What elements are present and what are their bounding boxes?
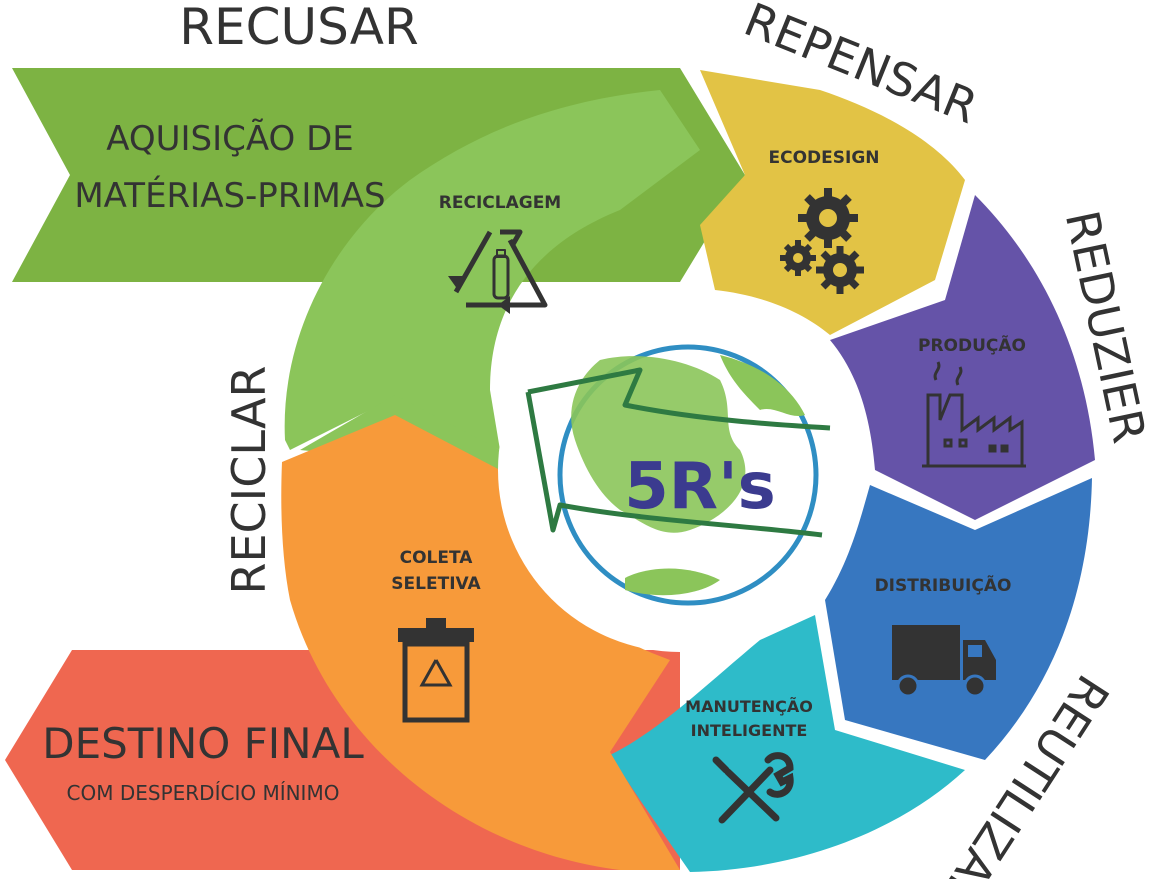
tools-icon — [712, 752, 794, 824]
segment-distribuicao — [825, 478, 1092, 760]
segment-coleta — [281, 415, 680, 870]
coleta-label-line1: COLETA — [400, 548, 474, 568]
recycle-bottle-icon — [448, 229, 548, 314]
manutencao-label-line1: MANUTENÇÃO — [685, 697, 813, 716]
start-arrow-line2: MATÉRIAS-PRIMAS — [74, 175, 385, 216]
start-arrow-line1: AQUISIÇÃO DE — [106, 119, 354, 159]
segment-manutencao — [610, 615, 965, 872]
label-recusar: RECUSAR — [179, 0, 418, 56]
reciclagem-label: RECICLAGEM — [439, 193, 561, 213]
center-globe: 5R's — [498, 288, 862, 652]
ecodesign-label: ECODESIGN — [768, 148, 879, 168]
recycle-bin-icon — [398, 618, 474, 723]
gears-icon — [780, 188, 864, 294]
truck-icon — [892, 625, 996, 698]
producao-label: PRODUÇÃO — [918, 333, 1026, 356]
logo-text: 5R's — [624, 450, 776, 524]
manutencao-label-line2: INTELIGENTE — [691, 721, 808, 740]
factory-icon — [922, 361, 1026, 468]
label-reciclar: RECICLAR — [222, 366, 276, 595]
distribuicao-label: DISTRIBUIÇÃO — [875, 573, 1012, 596]
end-arrow-subtitle: COM DESPERDÍCIO MÍNIMO — [67, 781, 340, 805]
segment-producao — [830, 195, 1095, 520]
end-arrow-title: DESTINO FINAL — [42, 719, 364, 768]
coleta-label-line2: SELETIVA — [391, 574, 481, 594]
